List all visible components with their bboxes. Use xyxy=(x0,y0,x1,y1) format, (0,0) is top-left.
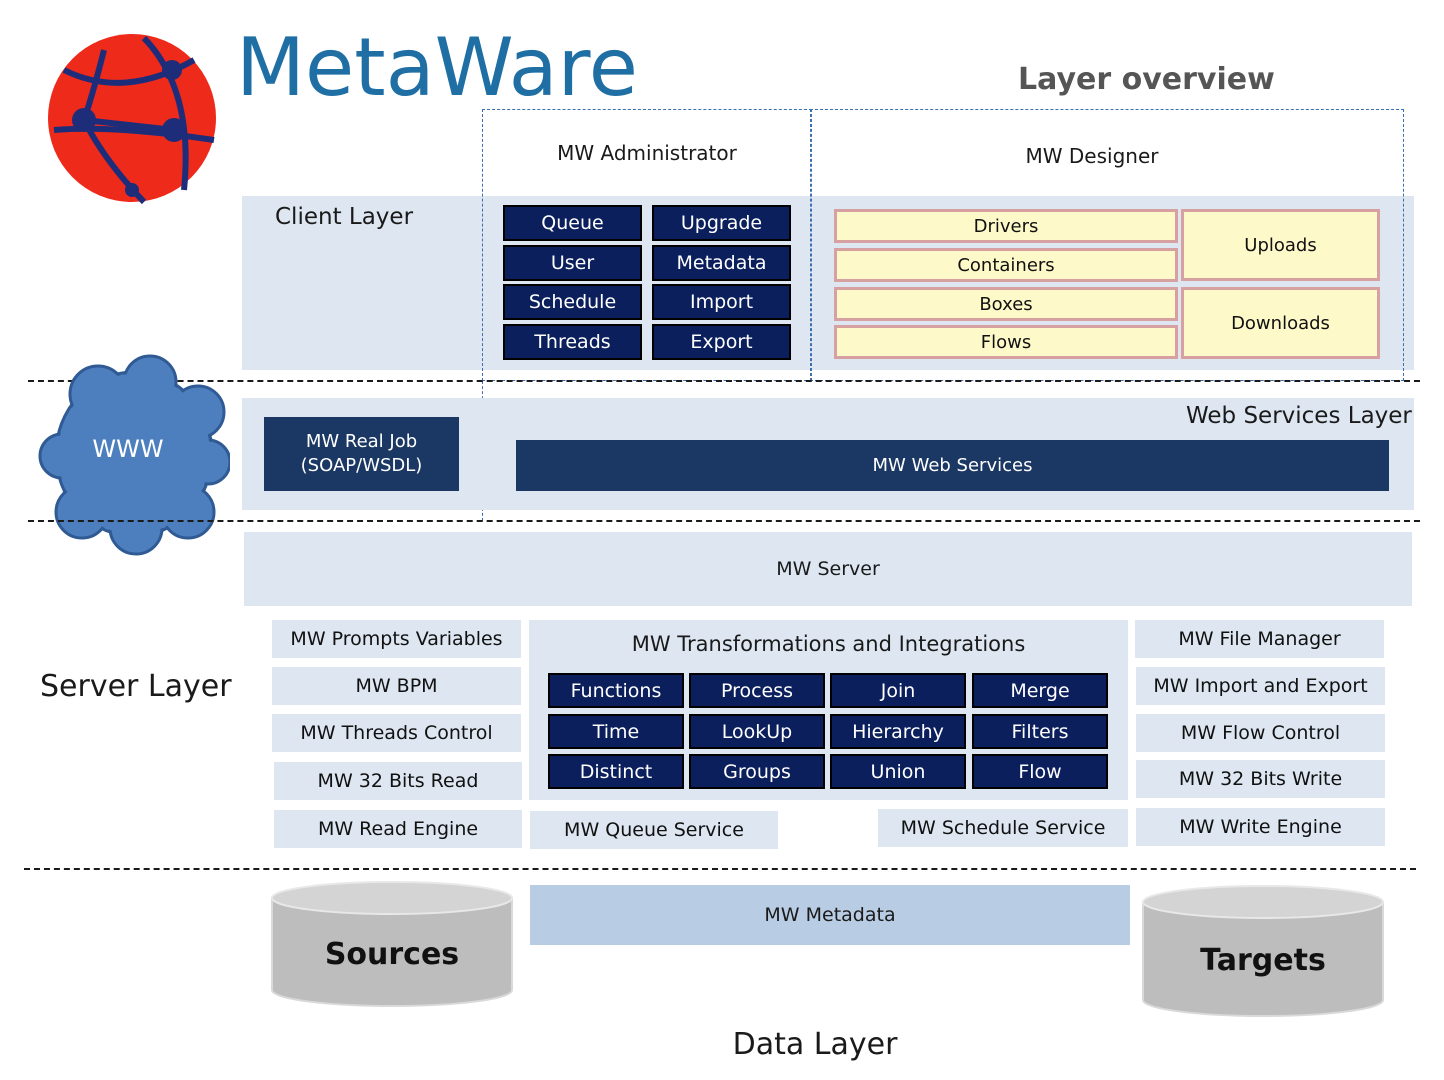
realjob-line2: (SOAP/WSDL) xyxy=(300,455,423,476)
server-layer-label: Server Layer xyxy=(40,669,232,704)
svc-32bits-read[interactable]: MW 32 Bits Read xyxy=(274,762,522,800)
tx-filters[interactable]: Filters xyxy=(972,714,1108,749)
svc-import-export[interactable]: MW Import and Export xyxy=(1136,667,1385,705)
tx-merge[interactable]: Merge xyxy=(972,673,1108,708)
svc-queue[interactable]: MW Queue Service xyxy=(530,811,778,849)
tx-union[interactable]: Union xyxy=(830,754,966,789)
svc-read-engine[interactable]: MW Read Engine xyxy=(274,810,522,848)
www-cloud-icon xyxy=(38,354,230,556)
sources-label: Sources xyxy=(324,936,460,972)
admin-import[interactable]: Import xyxy=(652,284,791,320)
data-layer-label: Data Layer xyxy=(732,1026,898,1062)
designer-drivers[interactable]: Drivers xyxy=(834,209,1178,243)
realjob-line1: MW Real Job xyxy=(305,430,418,452)
tx-lookup[interactable]: LookUp xyxy=(689,714,825,749)
tx-groups[interactable]: Groups xyxy=(689,754,825,789)
separator-server-data xyxy=(24,868,1416,870)
tx-join[interactable]: Join xyxy=(830,673,966,708)
tx-time[interactable]: Time xyxy=(548,714,684,749)
tx-hierarchy[interactable]: Hierarchy xyxy=(830,714,966,749)
sources-database-icon xyxy=(271,881,513,1007)
designer-boxes[interactable]: Boxes xyxy=(834,287,1178,321)
targets-label: Targets xyxy=(1200,942,1326,978)
designer-uploads[interactable]: Uploads xyxy=(1181,209,1380,281)
tx-process[interactable]: Process xyxy=(689,673,825,708)
svc-bpm[interactable]: MW BPM xyxy=(272,667,521,705)
globe-logo-icon xyxy=(48,34,216,205)
admin-export[interactable]: Export xyxy=(652,324,791,360)
designer-containers[interactable]: Containers xyxy=(834,248,1178,282)
admin-upgrade[interactable]: Upgrade xyxy=(652,205,791,241)
svc-threads-control[interactable]: MW Threads Control xyxy=(272,714,521,752)
svc-flow-control[interactable]: MW Flow Control xyxy=(1136,714,1385,752)
svc-prompts-variables[interactable]: MW Prompts Variables xyxy=(272,620,521,658)
brand-title: MetaWare xyxy=(236,21,638,114)
tx-distinct[interactable]: Distinct xyxy=(548,754,684,789)
admin-queue[interactable]: Queue xyxy=(503,205,642,241)
mw-server-bar[interactable]: MW Server xyxy=(244,532,1412,606)
mw-metadata-bar[interactable]: MW Metadata xyxy=(530,885,1130,945)
admin-schedule[interactable]: Schedule xyxy=(503,284,642,320)
separator-web-server xyxy=(28,520,1420,522)
designer-flows[interactable]: Flows xyxy=(834,325,1178,359)
svc-file-manager[interactable]: MW File Manager xyxy=(1135,620,1384,658)
realjob-box[interactable]: MW Real Job (SOAP/WSDL) xyxy=(264,417,459,491)
web-layer-label: Web Services Layer xyxy=(1186,403,1412,429)
admin-metadata[interactable]: Metadata xyxy=(652,245,791,281)
designer-title: MW Designer xyxy=(1025,144,1159,168)
tx-flow[interactable]: Flow xyxy=(972,754,1108,789)
transformations-title: MW Transformations and Integrations xyxy=(631,632,1026,656)
page-heading: Layer overview xyxy=(1018,62,1275,97)
admin-user[interactable]: User xyxy=(503,245,642,281)
admin-threads[interactable]: Threads xyxy=(503,324,642,360)
designer-downloads[interactable]: Downloads xyxy=(1181,287,1380,359)
svc-schedule[interactable]: MW Schedule Service xyxy=(878,809,1128,847)
client-layer-label: Client Layer xyxy=(275,204,414,230)
administrator-title: MW Administrator xyxy=(557,141,737,165)
targets-database-icon xyxy=(1142,885,1384,1017)
web-services-bar[interactable]: MW Web Services xyxy=(516,440,1389,491)
svc-write-engine[interactable]: MW Write Engine xyxy=(1136,808,1385,846)
cloud-label: WWW xyxy=(92,435,164,463)
tx-functions[interactable]: Functions xyxy=(548,673,684,708)
svc-32bits-write[interactable]: MW 32 Bits Write xyxy=(1136,760,1385,798)
separator-client-web xyxy=(28,380,1420,382)
